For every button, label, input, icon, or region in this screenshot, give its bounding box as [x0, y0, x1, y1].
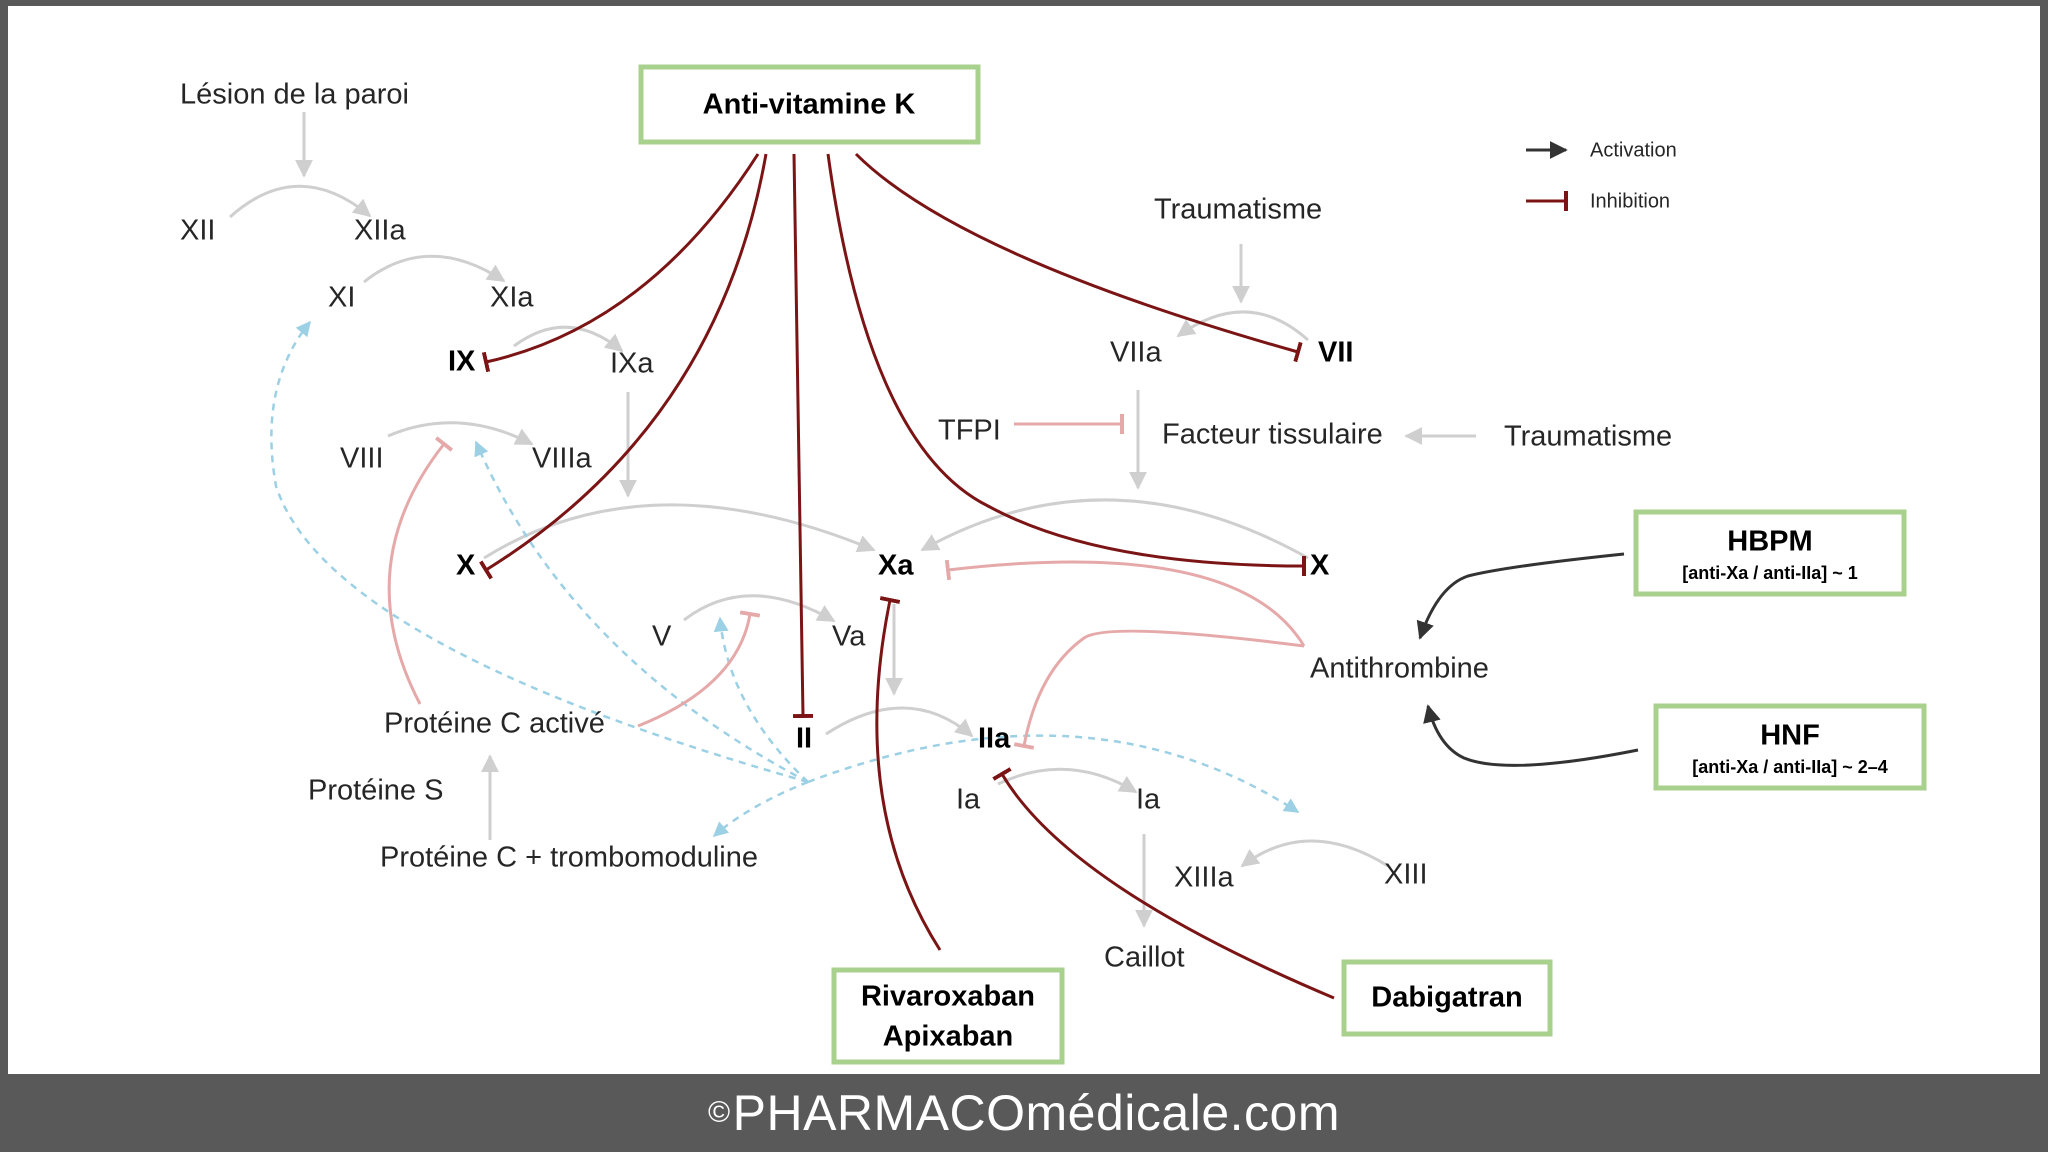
footer-watermark: ©PHARMACOmédicale.com: [0, 1074, 2048, 1152]
inhib-avk-to-x-right: [826, 153, 1307, 577]
legend-inhibition-label: Inhibition: [1590, 190, 1670, 212]
arrow-xiii-to-xiiia: [1240, 839, 1389, 868]
label-xiia: XIIa: [354, 215, 406, 247]
label-ia-right: Ia: [1136, 784, 1161, 816]
copyright-symbol: ©: [708, 1096, 731, 1129]
label-x-left: X: [456, 550, 476, 582]
arrow-xi-to-xia: [363, 254, 506, 284]
factor-labels: Lésion de la paroi XII XIIa XI XIa IX IX…: [180, 79, 1672, 974]
arrow-ii-to-iia: [825, 706, 974, 738]
label-x-right: X: [1310, 550, 1330, 582]
label-ii: II: [796, 723, 812, 755]
label-xi: XI: [328, 282, 355, 314]
label-xiiia: XIIIa: [1174, 862, 1235, 894]
arrow-hnf-to-antithrombine: [1423, 704, 1639, 767]
dabigatran-label: Dabigatran: [1371, 982, 1522, 1014]
drug-box-avk: Anti-vitamine K: [638, 64, 981, 145]
hbpm-subtitle: [anti-Xa / anti-IIa] ~ 1: [1682, 563, 1858, 583]
label-xia: XIa: [490, 282, 534, 314]
inhib-avk-to-ii: [792, 153, 814, 719]
label-traumatisme-right: Traumatisme: [1504, 421, 1672, 453]
inhib-at-to-iia: [1013, 629, 1305, 750]
arrow-x-to-xa: [483, 503, 876, 560]
inhib-at-to-xa: [944, 559, 1306, 647]
avk-label: Anti-vitamine K: [703, 89, 916, 121]
inhib-avk-to-vii: [854, 152, 1303, 363]
dashed-to-viiia: [474, 440, 809, 784]
label-proteine-c-active: Protéine C activé: [384, 708, 605, 740]
dashed-to-tm: [712, 780, 809, 837]
label-vii: VII: [1318, 337, 1353, 369]
label-ia-left: Ia: [956, 784, 981, 816]
activation-arrows: [228, 112, 1476, 928]
footer-site: PHARMACOmédicale.com: [732, 1085, 1340, 1141]
inhib-dabigatran-to-iia: [992, 767, 1335, 1000]
label-va: Va: [832, 621, 866, 653]
label-viii: VIII: [340, 443, 384, 475]
legend: Activation Inhibition: [1526, 139, 1677, 212]
hnf-subtitle: [anti-Xa / anti-IIa] ~ 2–4: [1692, 757, 1888, 777]
label-facteur-tissulaire: Facteur tissulaire: [1162, 419, 1383, 451]
coagulation-cascade-diagram: Activation Inhibition Anti-vitamine K HB…: [180, 64, 1927, 1065]
arrow-v-to-va: [683, 594, 836, 623]
inhib-pca-to-v: [637, 610, 761, 728]
arrow-viii-to-viiia: [387, 421, 534, 446]
drug-box-hbpm: HBPM [anti-Xa / anti-IIa] ~ 1: [1633, 509, 1907, 597]
label-v: V: [652, 621, 672, 653]
strong-inhibitions: [479, 152, 1335, 1000]
heparin-activation-arrows: [1416, 552, 1639, 767]
dashed-to-xiii: [807, 734, 1300, 814]
label-tfpi: TFPI: [938, 415, 1001, 447]
hbpm-title: HBPM: [1727, 526, 1812, 558]
label-proteine-c-tm: Protéine C + trombomoduline: [380, 842, 758, 874]
rivaroxaban-label: Rivaroxaban: [861, 981, 1035, 1013]
inhib-rivaroxaban-to-xa: [875, 596, 942, 951]
label-xa: Xa: [878, 550, 914, 582]
label-caillot: Caillot: [1104, 942, 1185, 974]
apixaban-label: Apixaban: [883, 1021, 1014, 1053]
light-inhibitions: [387, 414, 1306, 750]
label-xii: XII: [180, 215, 215, 247]
inhib-avk-to-ix: [481, 153, 760, 373]
arrow-xii-to-xiia: [228, 184, 372, 219]
label-antithrombine: Antithrombine: [1310, 653, 1489, 685]
drug-box-hnf: HNF [anti-Xa / anti-IIa] ~ 2–4: [1653, 703, 1927, 791]
hnf-title: HNF: [1760, 720, 1820, 752]
label-viiia: VIIIa: [532, 443, 593, 475]
arrow-xright-to-xa: [920, 498, 1309, 560]
label-traumatisme-top: Traumatisme: [1154, 194, 1322, 226]
diagram-canvas: Activation Inhibition Anti-vitamine K HB…: [8, 6, 2040, 1074]
arrow-ia-to-ia: [997, 767, 1138, 794]
arrow-vii-to-viia: [1176, 310, 1310, 342]
drug-box-dabigatran: Dabigatran: [1341, 959, 1553, 1037]
protein-c-dashed-arrows: [270, 320, 1300, 837]
dashed-to-v: [713, 616, 809, 783]
label-lesion: Lésion de la paroi: [180, 79, 409, 111]
label-ixa: IXa: [610, 348, 654, 380]
drug-box-rivaroxaban-apixaban: Rivaroxaban Apixaban: [831, 967, 1065, 1065]
inhib-avk-to-x-left: [479, 153, 768, 580]
legend-activation-label: Activation: [1590, 139, 1677, 161]
label-proteine-s: Protéine S: [308, 775, 443, 807]
arrow-hbpm-to-antithrombine: [1416, 552, 1625, 640]
label-xiii: XIII: [1384, 859, 1428, 891]
inhib-pca-to-viii: [387, 436, 454, 705]
label-viia: VIIa: [1110, 337, 1162, 369]
label-ix: IX: [448, 346, 476, 378]
arrow-ix-to-ixa: [513, 325, 624, 353]
label-iia: IIa: [978, 723, 1011, 755]
